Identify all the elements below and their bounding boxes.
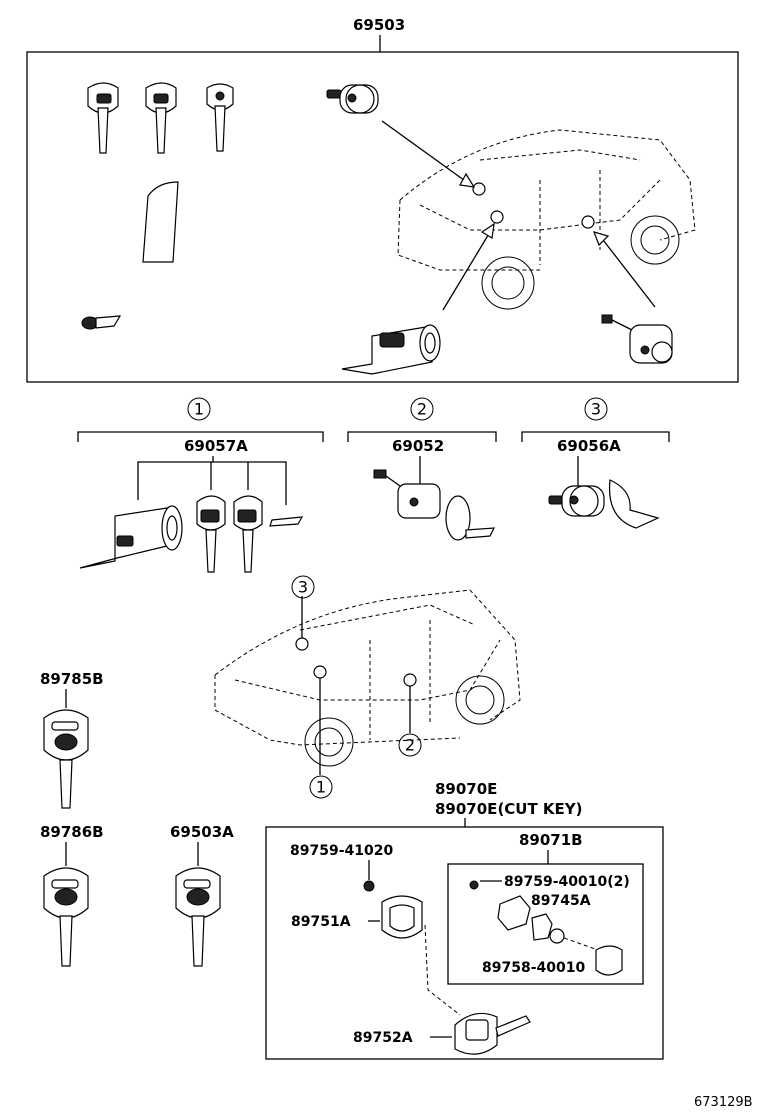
key-69503a: 69503A [170,823,234,967]
kit-2-label: 69052 [392,437,444,455]
key-89785b-label: 89785B [40,670,104,688]
key-69503a-label: 69503A [170,823,234,841]
location-marker-3 [291,575,315,599]
kit-1-number: 1 [194,400,204,419]
kit-1-tag-icon [269,516,304,527]
screw-icon [363,880,375,892]
gasket-icon [531,913,553,941]
sub-assembly-box [447,863,644,985]
gasket-label: 89758-40010 [482,960,585,976]
top-assembly-label: 69503 [353,16,405,34]
screw-label: 89759-41020 [290,843,393,859]
kit-3-label: 69056A [557,437,621,455]
top-key-1-icon [87,82,119,154]
key-body-label: 89752A [353,1030,413,1046]
battery-cover-label: 89745A [531,893,591,909]
top-key-2-icon [145,82,177,154]
transmitter-box [265,826,664,1060]
kit-3-number: 3 [591,400,601,419]
top-vehicle-illustration [381,120,696,311]
kit-1-circle [187,397,211,421]
location-marker-2-number: 2 [405,736,415,755]
kit-2-door-lock-icon [373,469,496,541]
kit-3-cylinder-icon [548,479,660,529]
key-plate-icon [142,181,179,263]
top-key-3-icon [206,83,234,152]
transmitter-label-2: 89070E(CUT KEY) [435,800,583,818]
kit-3-circle [584,397,608,421]
key-89786b-label: 89786B [40,823,104,841]
middle-vehicle-illustration [214,589,521,775]
kit-1-label: 69057A [184,437,248,455]
sub-kit-2: 2 69052 [347,397,497,541]
location-marker-1-number: 1 [316,778,326,797]
cover-icon [381,895,423,939]
kit-2-circle [410,397,434,421]
catalog-ref: 673129B [694,1095,753,1110]
key-body-icon [454,1012,531,1055]
kit-2-number: 2 [417,400,427,419]
top-ignition-cylinder-icon [341,324,441,375]
battery-icon [549,928,565,944]
key-89786b: 89786B [40,823,104,967]
top-assembly-box [26,51,739,383]
kit-1-key-2-icon [233,495,263,573]
sub-screw-icon [469,880,479,890]
top-door-cylinder-icon [326,84,379,114]
sub-assembly-label: 89071B [519,831,583,849]
kit-1-ignition-cylinder-icon [79,505,183,569]
location-marker-2 [398,733,422,757]
key-89785b: 89785B [40,670,104,809]
small-pin-icon [81,315,122,330]
battery-cover-icon [497,895,531,931]
transmitter-label-1: 89070E [435,780,497,798]
sub-kit-1: 1 69057A [77,397,324,573]
top-door-lock-icon [601,314,673,364]
location-marker-1 [309,775,333,799]
circuit-board-icon [595,945,623,976]
kit-1-key-1-icon [196,495,226,573]
cover-label: 89751A [291,914,351,930]
location-marker-3-number: 3 [298,578,308,597]
sub-screw-label: 89759-40010(2) [504,874,630,890]
sub-kit-3: 3 69056A [521,397,670,529]
